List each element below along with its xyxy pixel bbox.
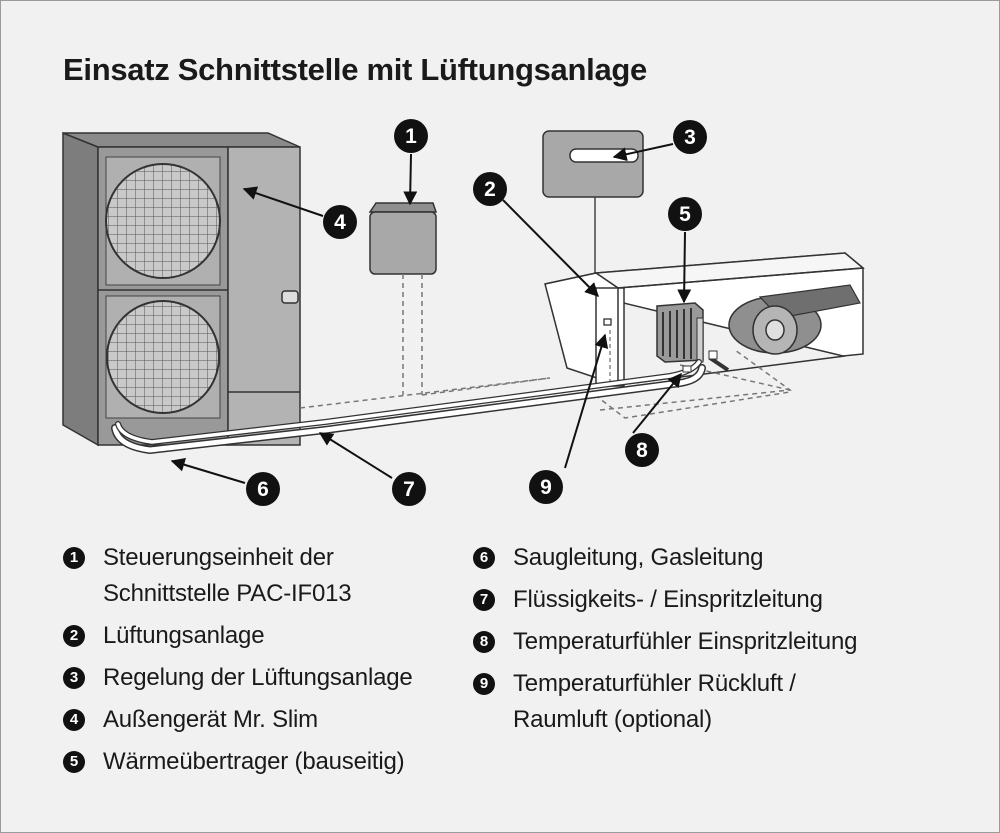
legend-item: 5 Wärmeübertrager (bauseitig) (63, 744, 413, 780)
callout-5: 5 (668, 197, 702, 231)
legend-label-line: Außengerät Mr. Slim (103, 706, 318, 733)
svg-text:4: 4 (334, 211, 346, 234)
callout-1: 1 (394, 119, 428, 153)
legend-left: 1 Steuerungseinheit der Schnittstelle PA… (63, 540, 413, 786)
legend-item: 1 Steuerungseinheit der Schnittstelle PA… (63, 540, 413, 612)
legend-item: 6 Saugleitung, Gasleitung (473, 540, 857, 576)
legend-number-badge: 1 (63, 547, 85, 569)
legend-right: 6 Saugleitung, Gasleitung 7 Flüssigkeits… (473, 540, 857, 744)
diagram-title: Einsatz Schnittstelle mit Lüftungsanlage (63, 52, 647, 87)
legend-label-line: Steuerungseinheit der (103, 544, 334, 571)
legend-number-badge: 9 (473, 673, 495, 695)
legend-label-line: Regelung der Lüftungsanlage (103, 664, 413, 691)
heat-exchanger (656, 302, 704, 363)
legend-label-line: Flüssigkeits- / Einspritzleitung (513, 586, 823, 613)
legend-number-badge: 7 (473, 589, 495, 611)
legend-label-line: Saugleitung, Gasleitung (513, 544, 764, 571)
svg-text:2: 2 (484, 178, 496, 201)
svg-text:7: 7 (403, 478, 415, 501)
svg-text:9: 9 (540, 476, 552, 499)
svg-text:8: 8 (636, 439, 648, 462)
legend-item: 7 Flüssigkeits- / Einspritzleitung (473, 582, 857, 618)
svg-text:1: 1 (405, 125, 417, 148)
callout-4: 4 (323, 205, 357, 239)
ventilation-controller (542, 130, 644, 198)
outdoor-unit (62, 131, 301, 447)
legend-number-badge: 2 (63, 625, 85, 647)
callout-markers: 1 2 3 4 5 6 7 8 9 (246, 119, 707, 506)
legend-number-badge: 6 (473, 547, 495, 569)
legend-label-line: Schnittstelle PAC-IF013 (103, 580, 352, 607)
callout-7: 7 (392, 472, 426, 506)
legend-number-badge: 3 (63, 667, 85, 689)
callout-8: 8 (625, 433, 659, 467)
legend-item: 8 Temperaturfühler Einspritzleitung (473, 624, 857, 660)
legend-label-line: Temperaturfühler Einspritzleitung (513, 628, 858, 655)
callout-6: 6 (246, 472, 280, 506)
refrigerant-pipes (111, 350, 730, 455)
ventilation-system (544, 252, 865, 387)
svg-text:3: 3 (684, 126, 696, 149)
legend-item: 9 Temperaturfühler Rückluft / Raumluft (… (473, 666, 857, 738)
legend-label-line: Raumluft (optional) (513, 706, 712, 733)
legend-item: 3 Regelung der Lüftungsanlage (63, 660, 413, 696)
controller-box (368, 202, 438, 275)
legend-label-line: Wärmeübertrager (bauseitig) (103, 748, 405, 775)
svg-text:5: 5 (679, 203, 691, 226)
legend-label-line: Temperaturfühler Rückluft / (513, 670, 796, 697)
legend-number-badge: 8 (473, 631, 495, 653)
callout-9: 9 (529, 470, 563, 504)
callout-3: 3 (673, 120, 707, 154)
legend-item: 2 Lüftungsanlage (63, 618, 413, 654)
legend-label-line: Lüftungsanlage (103, 622, 265, 649)
return-air-sensor (603, 318, 612, 326)
injection-line-sensor (682, 365, 692, 373)
legend-number-badge: 4 (63, 709, 85, 731)
svg-text:6: 6 (257, 478, 269, 501)
callout-2: 2 (473, 172, 507, 206)
legend-item: 4 Außengerät Mr. Slim (63, 702, 413, 738)
legend-number-badge: 5 (63, 751, 85, 773)
